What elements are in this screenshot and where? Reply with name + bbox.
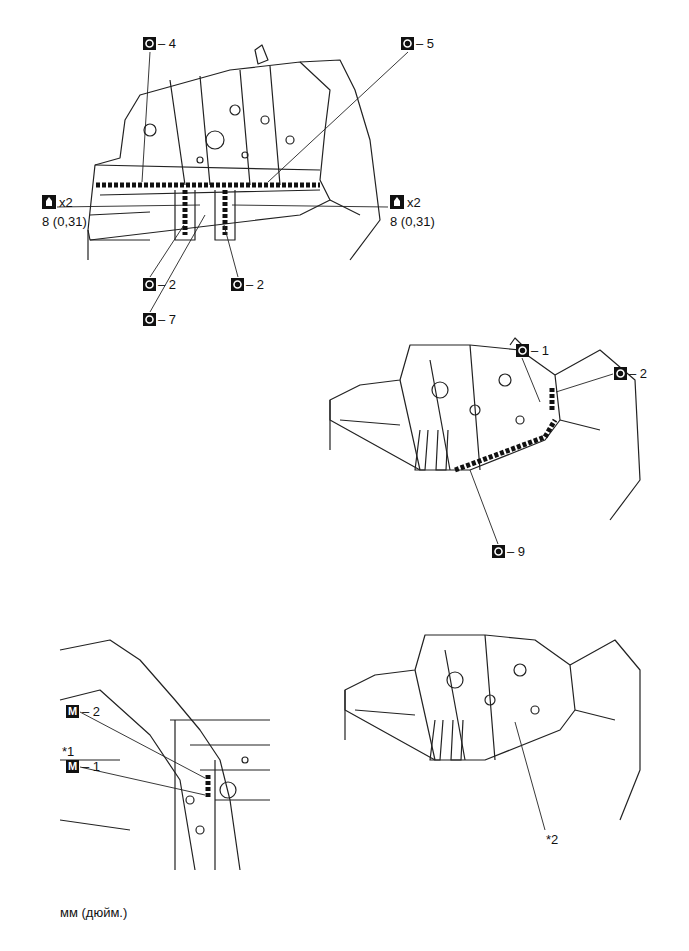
quantity-note: x2 bbox=[407, 195, 421, 210]
callout-number: – 5 bbox=[416, 36, 434, 51]
icon-letter: M bbox=[66, 705, 79, 718]
callout-number: – 9 bbox=[507, 544, 525, 559]
callout-number: – 4 bbox=[158, 36, 176, 51]
unit-note: мм (дюйм.) bbox=[60, 905, 127, 920]
callout-number: – 2 bbox=[629, 366, 647, 381]
dimension-label: 8 (0,31) bbox=[42, 214, 87, 229]
callout-number: – 2 bbox=[158, 277, 176, 292]
callout-number: – 1 bbox=[82, 759, 100, 774]
dimension-label: 8 (0,31) bbox=[390, 214, 435, 229]
reference-mark: *1 bbox=[62, 744, 74, 759]
quantity-note: x2 bbox=[59, 195, 73, 210]
icon-letter: M bbox=[66, 760, 79, 773]
weld-icons bbox=[42, 37, 627, 773]
callout-number: – 7 bbox=[158, 312, 176, 327]
reference-mark: *2 bbox=[546, 832, 558, 847]
callout-number: – 2 bbox=[246, 277, 264, 292]
callout-number: – 1 bbox=[531, 343, 549, 358]
callout-number: – 2 bbox=[82, 704, 100, 719]
